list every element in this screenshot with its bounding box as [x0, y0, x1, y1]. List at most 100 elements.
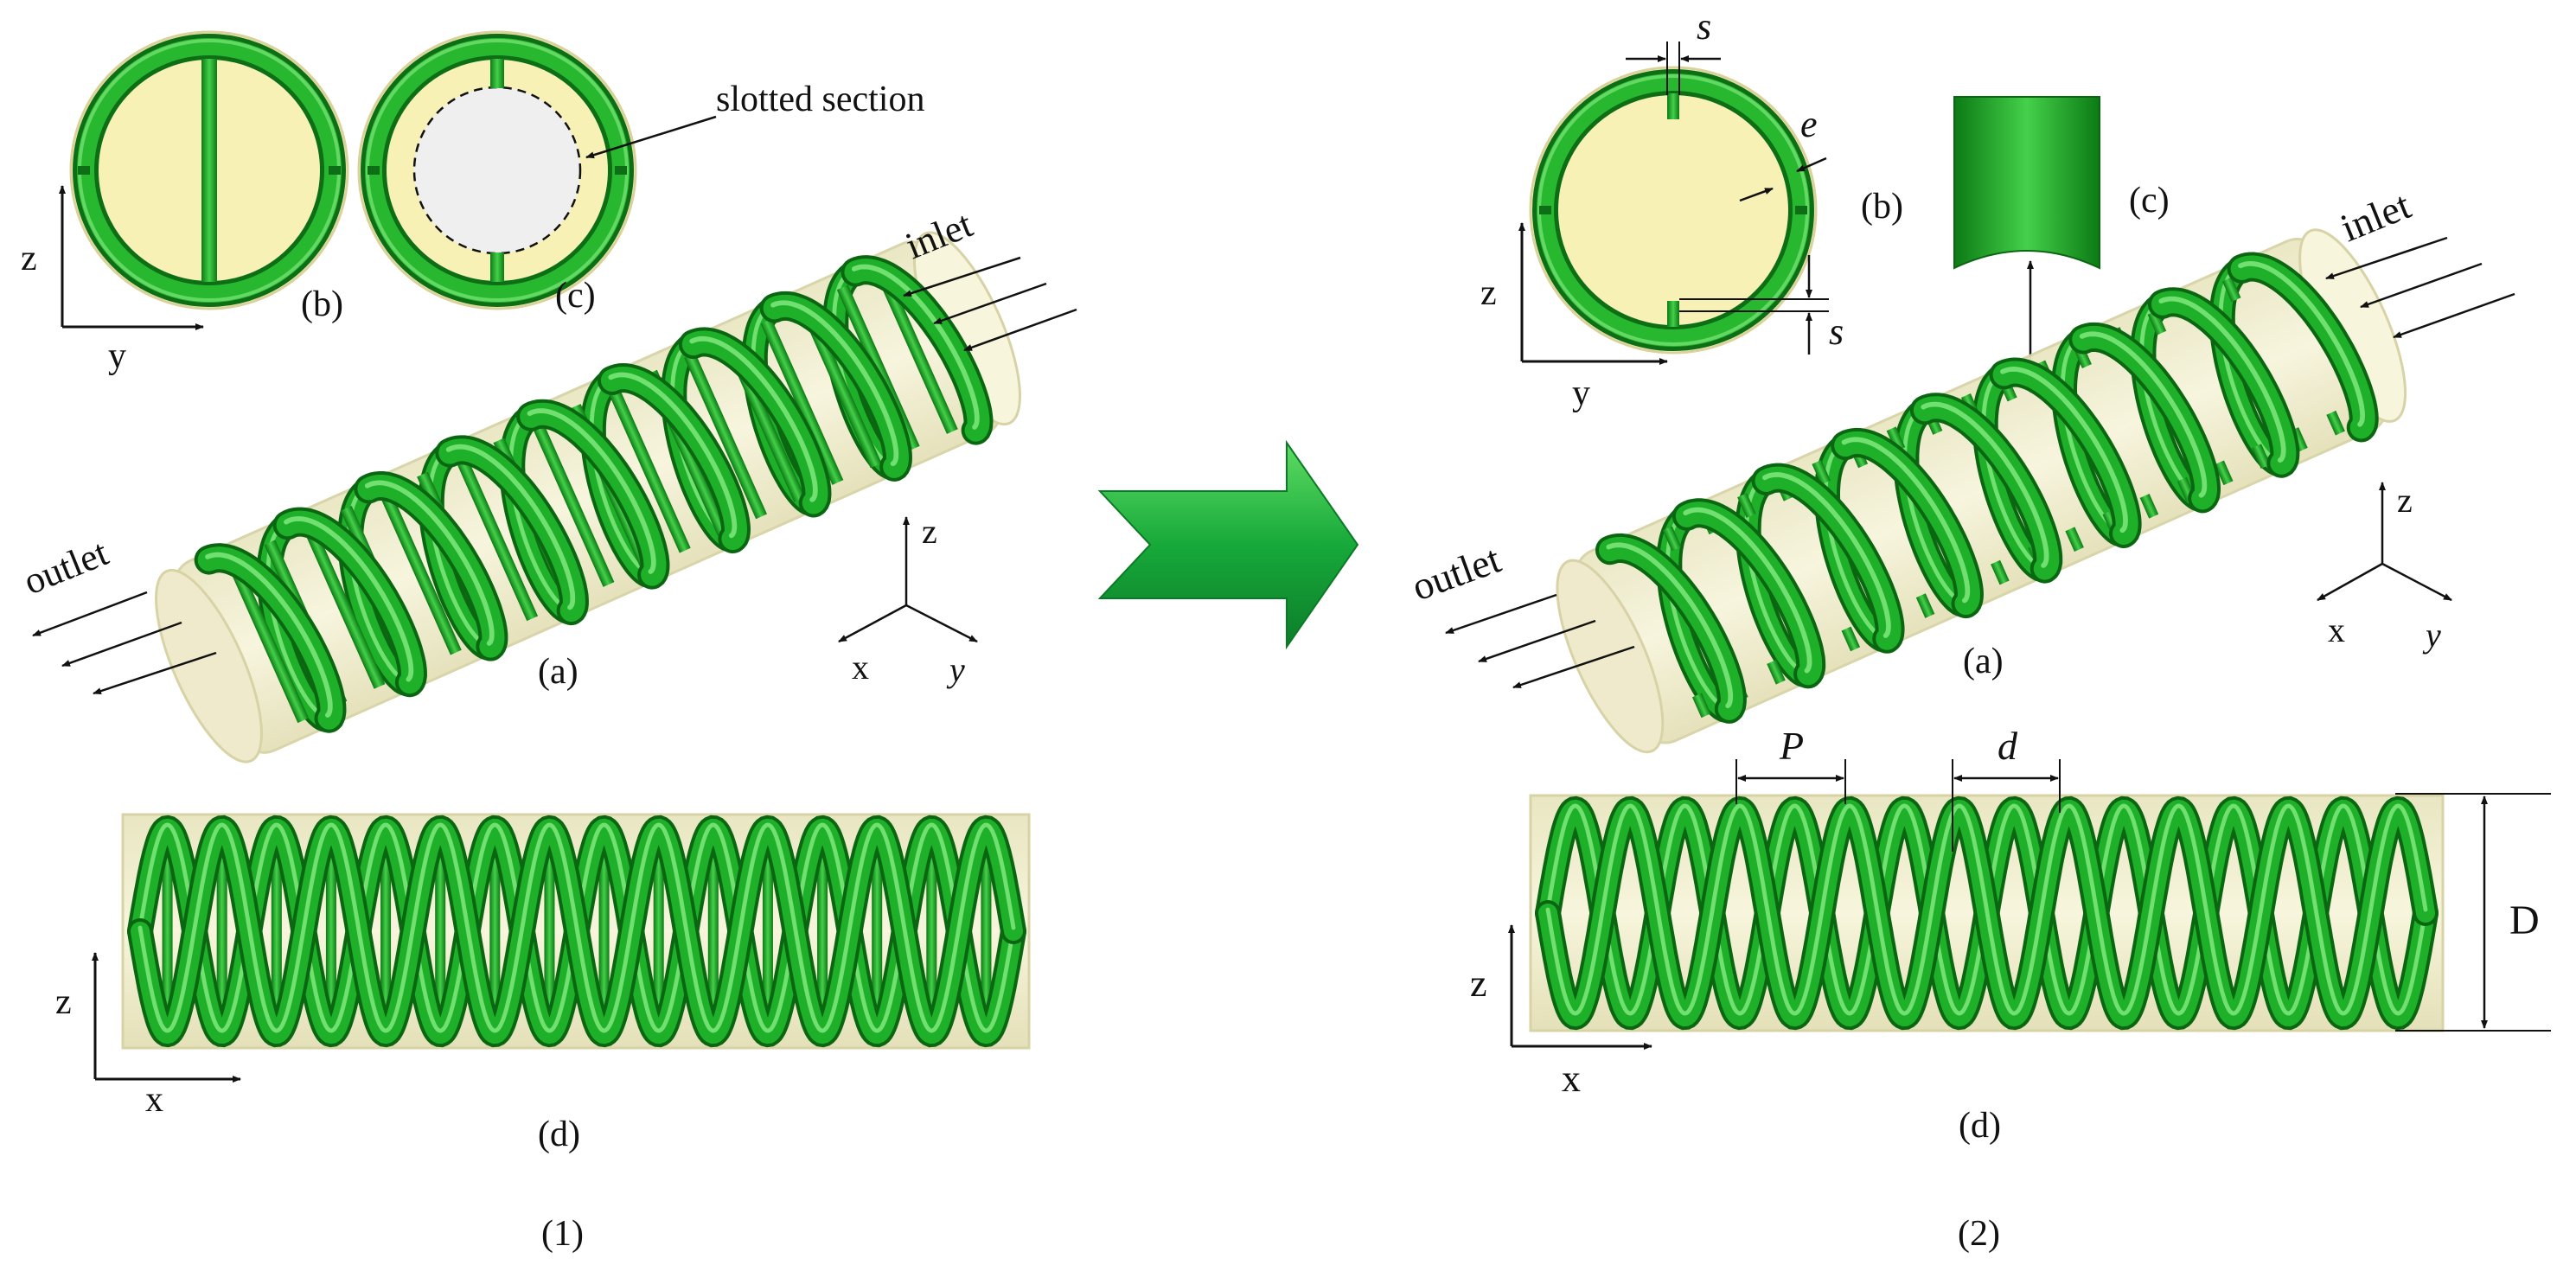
slot-profile-c: [1953, 96, 2100, 270]
outlet-label-2: outlet: [1406, 537, 1506, 610]
axes-zy-2: z y: [1480, 222, 1668, 413]
tape-bar: [455, 455, 539, 622]
tape-bar-side: [707, 834, 719, 1029]
coil-strand-b: [127, 815, 1026, 1048]
tape-bar: [226, 557, 310, 724]
axis-x-side-1: x: [145, 1080, 163, 1120]
coil-front-segment: [516, 399, 670, 590]
tape-bar-side: [544, 834, 555, 1029]
coil-strand-b: [1535, 795, 2439, 1031]
axis-y-label-1: y: [108, 336, 126, 376]
slotted-section-label: slotted section: [716, 80, 924, 119]
coil-back-segment: [1972, 361, 2058, 583]
axis-z-side-1: z: [55, 982, 72, 1022]
axis-x-side-2: x: [1562, 1057, 1581, 1100]
coil-front-segment: [1909, 393, 2063, 584]
tape-bar: [607, 387, 691, 553]
axis-z-3d-2: z: [2397, 481, 2413, 520]
slot-tab: [1991, 559, 2010, 585]
axes-3d-1: z x y: [838, 512, 978, 689]
coil-front-segment: [2227, 252, 2379, 443]
label-d-1: (d): [538, 1115, 580, 1154]
axis-y-3d-2: y: [2422, 616, 2441, 655]
side-view-1: [121, 813, 1031, 1050]
tape-bar-side: [872, 834, 883, 1029]
axis-x-3d-1: x: [852, 648, 869, 687]
side-coil-1: [127, 815, 1026, 1048]
axes-zx-2: z x: [1470, 924, 1652, 1100]
label-c-1: (c): [555, 276, 596, 316]
coil-front-segment: [354, 470, 508, 661]
inlet-label-2: inlet: [2335, 182, 2417, 250]
label-a-1: (a): [538, 652, 578, 692]
axis-z-label-2: z: [1480, 273, 1497, 313]
tape-bar-side: [162, 834, 173, 1029]
tape-bar-side: [653, 834, 664, 1029]
tape-bar: [302, 522, 386, 689]
tube-3d-2: [1556, 228, 2407, 754]
tape-bar: [875, 267, 958, 434]
caption-1: (1): [541, 1214, 584, 1254]
slot-tab: [1886, 426, 1906, 452]
slot-tab: [2221, 277, 2241, 303]
label-c-2: (c): [2129, 181, 2170, 220]
side-view-2: [1529, 794, 2445, 1032]
axis-x-3d-2: x: [2328, 610, 2345, 649]
coil-front-segment: [2147, 287, 2300, 478]
slotted-section-leader: [585, 115, 717, 159]
side-coil-2: [1535, 795, 2439, 1031]
coil-front-segment: [1751, 463, 1905, 654]
slot-tab: [1691, 693, 1711, 719]
tape-bar: [531, 420, 615, 587]
cross-section-b-1: [69, 30, 349, 310]
tape-bar: [760, 318, 844, 485]
slot-tab: [2252, 444, 2271, 469]
slot-tab: [1737, 493, 1756, 518]
tube-3d-1: [155, 231, 1021, 763]
tape-bar-side: [926, 834, 937, 1029]
coil-back-segment: [2208, 255, 2295, 477]
slot-tab: [2065, 527, 2084, 552]
slot-tab: [2147, 310, 2167, 335]
coil-front-segment: [2068, 322, 2221, 514]
label-d-2: (d): [1959, 1106, 2001, 1146]
coil-front-segment: [1989, 357, 2142, 548]
coil-front-segment: [597, 362, 751, 554]
coil-front-segment: [678, 327, 832, 518]
tape-bar-side: [325, 834, 336, 1029]
tape-bar-side: [981, 834, 992, 1029]
slot-tab: [1662, 526, 1682, 552]
axis-y-label-2: y: [1572, 374, 1590, 413]
e-label: e: [1800, 103, 1818, 145]
tape-bar-side: [817, 834, 828, 1029]
axis-z-3d-1: z: [922, 512, 937, 551]
axis-y-3d-1: y: [946, 650, 965, 689]
pitch-label: P: [1779, 724, 1804, 768]
tape-bar: [798, 302, 882, 469]
coil-front-segment: [1595, 533, 1747, 724]
slot-tab: [1915, 593, 1935, 618]
tape-bar-side: [435, 834, 446, 1029]
coil-front-segment: [272, 507, 427, 698]
diameter-label: D: [2509, 898, 2540, 943]
tape-bar-side: [216, 834, 227, 1029]
slot-tab: [2139, 493, 2159, 519]
slot-tab: [2326, 410, 2345, 436]
coil-front-segment: [759, 291, 912, 482]
s-label-bottom: s: [1829, 310, 1844, 353]
axes-zy-1: z y: [21, 185, 204, 376]
tape-bar-side: [598, 834, 610, 1029]
tape-bar-side: [380, 834, 392, 1029]
slot-tab: [1841, 626, 1861, 652]
outlet-label-1: outlet: [17, 531, 113, 603]
axis-z-side-2: z: [1470, 962, 1487, 1005]
right-arrow-icon: [1097, 439, 1359, 650]
coil-front-segment: [1672, 498, 1826, 689]
tape-bar: [378, 489, 462, 655]
slot-tab: [2214, 460, 2234, 486]
axes-zx-1: z x: [55, 952, 241, 1120]
tape-bar-side: [271, 834, 282, 1029]
axis-z-label-1: z: [21, 239, 37, 278]
slot-tab: [1812, 459, 1831, 485]
